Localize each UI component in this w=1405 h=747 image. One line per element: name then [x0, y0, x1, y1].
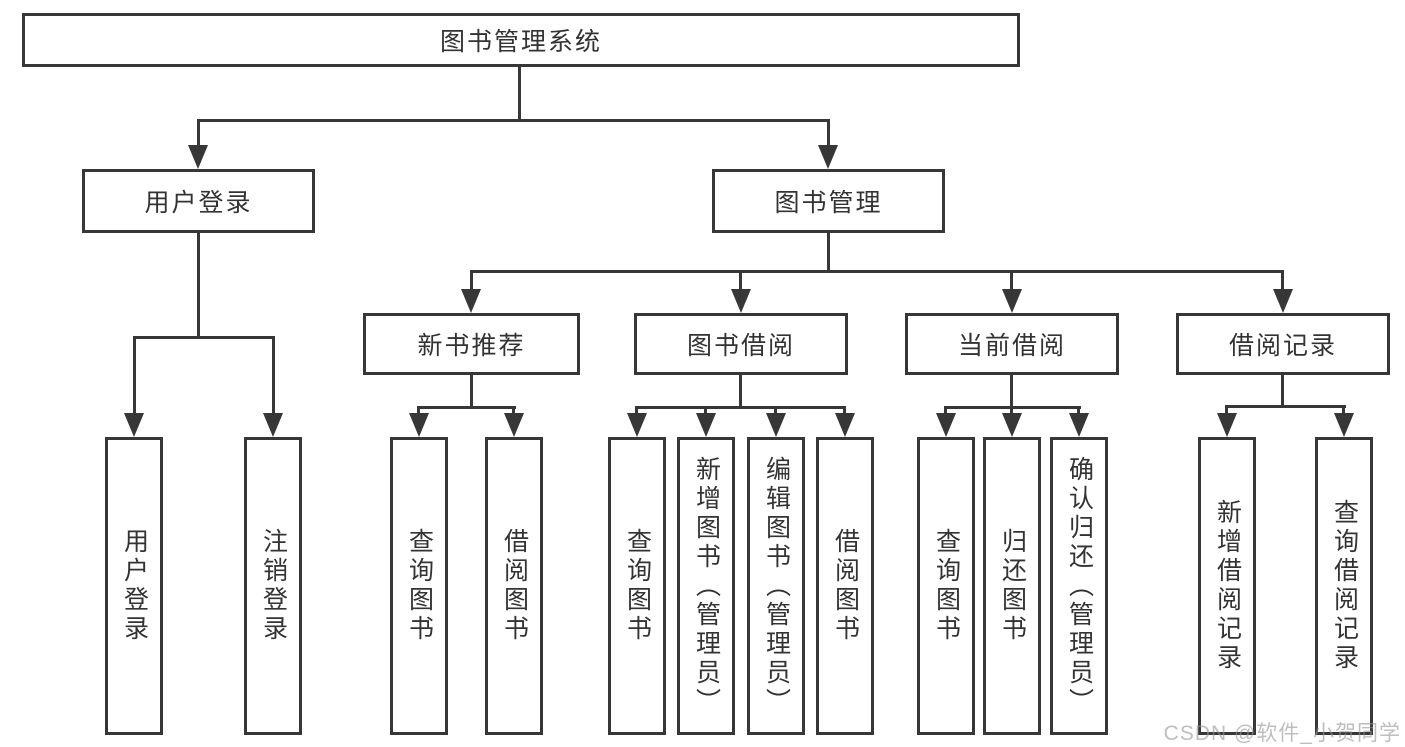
csdn-watermark: CSDN @软件_小贺同学 — [1163, 722, 1401, 745]
connector-login-stem — [197, 233, 200, 336]
connector-manage-drop-2 — [739, 270, 742, 291]
connector-newbook-drop-1 — [417, 406, 420, 416]
arrow-down-icon — [835, 413, 855, 437]
leaf-records-query-record: 查询借阅记录 — [1315, 437, 1373, 735]
connector-root-drop-right — [827, 119, 830, 147]
leaf-current-return-book: 归还图书 — [983, 437, 1041, 735]
leaf-records-add-record-label: 新增借阅记录 — [1213, 499, 1242, 673]
leaf-current-query-book: 查询图书 — [917, 437, 975, 735]
node-new-book-label: 新书推荐 — [417, 332, 526, 360]
leaf-borrow-query-book-label: 查询图书 — [623, 528, 652, 644]
node-book-borrow: 图书借阅 — [634, 313, 848, 375]
connector-current-stem — [1010, 375, 1013, 406]
arrow-down-icon — [1069, 413, 1089, 437]
connector-borrow-drop-4 — [843, 406, 846, 416]
connector-login-rail — [133, 336, 275, 339]
connector-borrow-drop-2 — [704, 406, 707, 416]
connector-newbook-rail — [417, 406, 516, 409]
arrow-down-icon — [936, 413, 956, 437]
leaf-current-confirm-return-admin: 确认归还（管理员） — [1050, 437, 1108, 735]
connector-records-drop-2 — [1342, 405, 1345, 416]
connector-manage-drop-4 — [1281, 270, 1284, 291]
connector-records-rail — [1225, 405, 1346, 408]
leaf-newbook-query-book-label: 查询图书 — [405, 528, 434, 644]
arrow-down-icon — [818, 145, 838, 169]
connector-root-rail — [197, 119, 830, 122]
leaf-borrow-add-book-admin: 新增图书（管理员） — [677, 437, 735, 735]
leaf-current-confirm-return-admin-label: 确认归还（管理员） — [1065, 455, 1094, 717]
leaf-newbook-query-book: 查询图书 — [390, 437, 448, 735]
arrow-down-icon — [731, 289, 751, 313]
arrow-down-icon — [188, 145, 208, 169]
arrow-down-icon — [461, 289, 481, 313]
connector-borrow-rail — [635, 406, 846, 409]
leaf-newbook-borrow-book: 借阅图书 — [485, 437, 543, 735]
leaf-borrow-borrow-book: 借阅图书 — [816, 437, 874, 735]
connector-manage-stem — [827, 233, 830, 270]
node-user-login-label: 用户登录 — [144, 189, 253, 217]
leaf-current-query-book-label: 查询图书 — [932, 528, 961, 644]
leaf-borrow-add-book-admin-label: 新增图书（管理员） — [692, 455, 721, 717]
node-book-manage-label: 图书管理 — [774, 189, 883, 217]
arrow-down-icon — [1273, 289, 1293, 313]
leaf-records-query-record-label: 查询借阅记录 — [1330, 499, 1359, 673]
arrow-down-icon — [504, 413, 524, 437]
arrow-down-icon — [1002, 289, 1022, 313]
connector-current-drop-3 — [1077, 406, 1080, 416]
connector-login-drop-1 — [133, 336, 136, 414]
leaf-newbook-borrow-book-label: 借阅图书 — [500, 528, 529, 644]
connector-manage-rail — [470, 270, 1284, 273]
connector-current-drop-1 — [944, 406, 947, 416]
node-root-label: 图书管理系统 — [439, 28, 602, 56]
connector-newbook-drop-2 — [512, 406, 515, 416]
connector-manage-drop-3 — [1010, 270, 1013, 291]
leaf-borrow-edit-book-admin-label: 编辑图书（管理员） — [762, 455, 791, 717]
arrow-down-icon — [766, 413, 786, 437]
connector-borrow-stem — [739, 375, 742, 406]
arrow-down-icon — [1002, 413, 1022, 437]
connector-records-drop-1 — [1225, 405, 1228, 416]
leaf-current-return-book-label: 归还图书 — [998, 528, 1027, 644]
node-current-borrow: 当前借阅 — [905, 313, 1119, 375]
leaf-logout: 注销登录 — [244, 437, 302, 735]
arrow-down-icon — [263, 413, 283, 437]
node-borrow-records-label: 借阅记录 — [1228, 332, 1337, 360]
connector-records-stem — [1281, 375, 1284, 405]
node-current-borrow-label: 当前借阅 — [957, 332, 1066, 360]
arrow-down-icon — [1217, 413, 1237, 437]
connector-root-stem — [518, 67, 521, 119]
node-book-manage: 图书管理 — [712, 169, 945, 233]
node-root: 图书管理系统 — [22, 13, 1020, 67]
node-book-borrow-label: 图书借阅 — [686, 332, 795, 360]
connector-borrow-drop-3 — [774, 406, 777, 416]
connector-login-drop-2 — [272, 336, 275, 414]
leaf-records-add-record: 新增借阅记录 — [1198, 437, 1256, 735]
arrow-down-icon — [627, 413, 647, 437]
connector-borrow-drop-1 — [635, 406, 638, 416]
arrow-down-icon — [696, 413, 716, 437]
arrow-down-icon — [124, 413, 144, 437]
arrow-down-icon — [409, 413, 429, 437]
leaf-borrow-query-book: 查询图书 — [608, 437, 666, 735]
connector-current-drop-2 — [1010, 406, 1013, 416]
leaf-user-login: 用户登录 — [105, 437, 163, 735]
arrow-down-icon — [1334, 413, 1354, 437]
connector-root-drop-left — [197, 119, 200, 147]
leaf-user-login-label: 用户登录 — [120, 528, 149, 644]
leaf-borrow-edit-book-admin: 编辑图书（管理员） — [747, 437, 805, 735]
leaf-logout-label: 注销登录 — [259, 528, 288, 644]
node-borrow-records: 借阅记录 — [1176, 313, 1390, 375]
node-user-login: 用户登录 — [82, 169, 315, 233]
connector-manage-drop-1 — [470, 270, 473, 291]
connector-newbook-stem — [470, 375, 473, 406]
leaf-borrow-borrow-book-label: 借阅图书 — [831, 528, 860, 644]
node-new-book: 新书推荐 — [363, 313, 580, 375]
